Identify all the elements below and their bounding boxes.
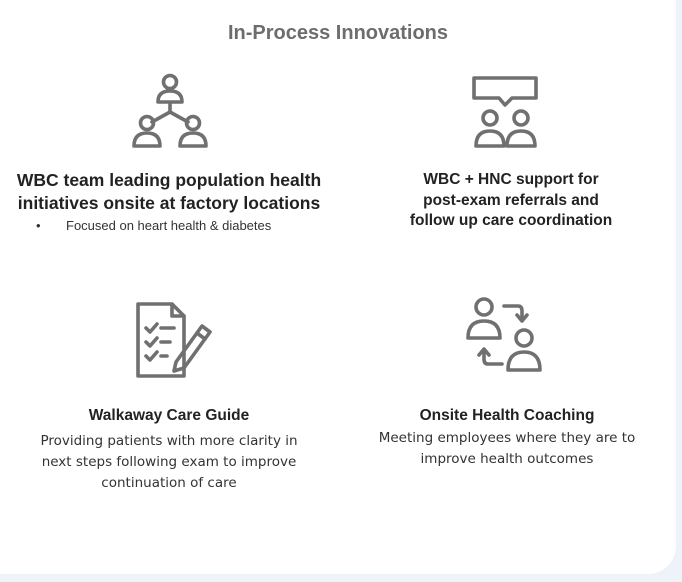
bullet-dot: • xyxy=(36,218,41,233)
team-network-icon xyxy=(130,72,210,152)
page-title: In-Process Innovations xyxy=(227,22,449,44)
card-4-heading: Onsite Health Coaching xyxy=(419,407,595,424)
card-1-heading: WBC team leading population health initi… xyxy=(16,170,322,213)
card-4-description: Meeting employees where they are to impr… xyxy=(378,430,636,467)
card-2-heading: WBC + HNC support for post-exam referral… xyxy=(409,171,613,229)
card-3-description: Providing patients with more clarity in … xyxy=(40,433,298,491)
card-1-bullet: •Focused on heart health & diabetes xyxy=(36,218,272,233)
content-panel: In-Process Innovations WBC team leading … xyxy=(0,0,676,574)
card-3-heading: Walkaway Care Guide xyxy=(88,407,250,424)
checklist-pen-icon xyxy=(130,298,216,384)
people-chat-icon xyxy=(466,72,546,152)
people-exchange-icon xyxy=(462,294,546,378)
